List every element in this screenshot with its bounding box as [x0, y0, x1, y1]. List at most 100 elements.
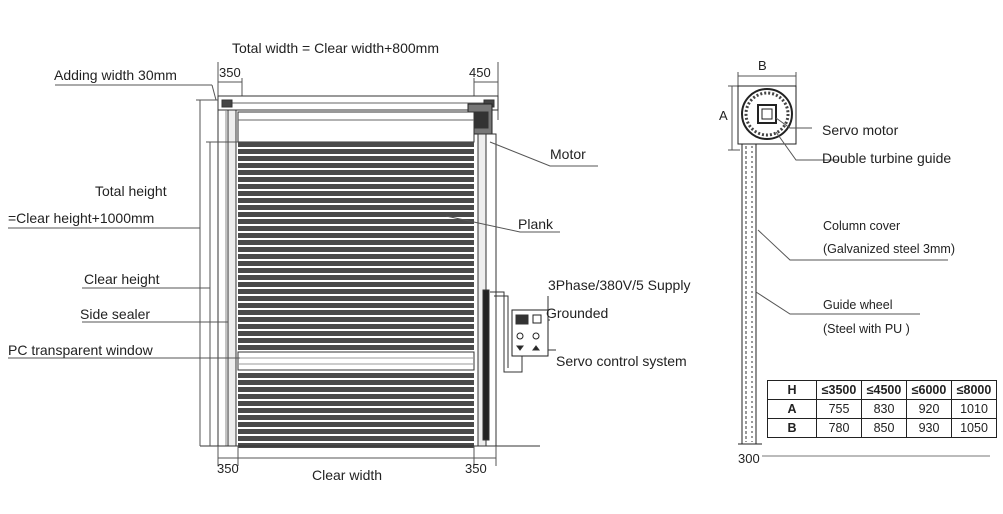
- spec-header-cell: ≤6000: [906, 380, 952, 400]
- spec-table: H ≤3500 ≤4500 ≤6000 ≤8000 A 755 830 920 …: [767, 380, 997, 438]
- spec-cell: 1050: [951, 418, 997, 438]
- plank: [238, 191, 474, 196]
- grounded-label: Grounded: [546, 305, 609, 321]
- plank: [238, 345, 474, 350]
- plank: [238, 296, 474, 301]
- plank: [238, 415, 474, 420]
- clear-height-label: Clear height: [84, 271, 160, 287]
- up-arrow-icon: [532, 345, 540, 351]
- plank: [238, 338, 474, 343]
- plank: [238, 422, 474, 427]
- spec-header-cell: H: [767, 380, 817, 400]
- plank: [238, 177, 474, 182]
- spec-row-a: A 755 830 920 1010: [767, 399, 997, 419]
- plank: [238, 212, 474, 217]
- plank: [238, 268, 474, 273]
- adding-width-leader-tip: [211, 84, 217, 101]
- left-column-inner: [227, 109, 237, 447]
- plank: [238, 226, 474, 231]
- servo-motor-leader: [775, 117, 812, 129]
- plank: [238, 317, 474, 322]
- plank: [238, 394, 474, 399]
- side-bottom-dim: 300: [738, 451, 760, 466]
- spec-cell: 830: [861, 399, 907, 419]
- plank-label: Plank: [518, 216, 554, 232]
- down-arrow-icon: [516, 345, 524, 351]
- right-column-guide: [482, 289, 490, 441]
- spec-header-cell: ≤3500: [816, 380, 862, 400]
- control-wire-2: [494, 295, 509, 368]
- control-knob: [532, 332, 540, 340]
- servo-motor-label: Servo motor: [822, 122, 899, 138]
- servo-control-label: Servo control system: [556, 353, 687, 369]
- spec-header-cell: ≤8000: [951, 380, 997, 400]
- plank: [238, 184, 474, 189]
- bottom-right-dim: 350: [465, 461, 487, 476]
- adding-width-label: Adding width 30mm: [54, 67, 177, 83]
- plank: [238, 429, 474, 434]
- plank: [238, 331, 474, 336]
- motor-label: Motor: [550, 146, 586, 162]
- plank: [238, 387, 474, 392]
- side-column: [741, 143, 757, 445]
- plank: [238, 261, 474, 266]
- dim-a-label: A: [719, 108, 728, 123]
- curtain-roll: [744, 91, 790, 137]
- dim-b-label: B: [758, 58, 767, 73]
- side-sealer-label: Side sealer: [80, 306, 151, 322]
- plank: [238, 219, 474, 224]
- double-turbine-label: Double turbine guide: [822, 150, 952, 166]
- plank: [238, 282, 474, 287]
- column-cover-sub: (Galvanized steel 3mm): [823, 242, 955, 256]
- spec-cell: 755: [816, 399, 862, 419]
- plank: [238, 156, 474, 161]
- control-button: [532, 314, 542, 324]
- plank: [238, 436, 474, 441]
- total-width-label: Total width = Clear width+800mm: [232, 40, 439, 56]
- plank: [238, 142, 474, 147]
- column-cover-leader: [757, 229, 948, 261]
- spec-row-label: A: [767, 399, 817, 419]
- spec-row-label: B: [767, 418, 817, 438]
- plank: [238, 324, 474, 329]
- spec-header-cell: ≤4500: [861, 380, 907, 400]
- control-display: [515, 314, 529, 325]
- pc-window: [237, 351, 475, 371]
- servo-motor-core: [761, 108, 773, 120]
- plank: [238, 310, 474, 315]
- motor-leader: [489, 141, 598, 167]
- plank: [238, 373, 474, 378]
- spec-cell: 920: [906, 399, 952, 419]
- plank: [238, 380, 474, 385]
- plank: [238, 401, 474, 406]
- plank: [238, 254, 474, 259]
- clear-width-label: Clear width: [312, 467, 383, 483]
- plank: [238, 198, 474, 203]
- spec-cell: 1010: [951, 399, 997, 419]
- supply-label: 3Phase/380V/5 Supply: [548, 277, 691, 293]
- top-right-dim: 450: [469, 65, 491, 80]
- guide-wheel-label: Guide wheel: [823, 298, 893, 312]
- total-height-formula: =Clear height+1000mm: [8, 210, 155, 226]
- pc-window-label: PC transparent window: [8, 342, 153, 358]
- roll-cover: [237, 111, 475, 143]
- plank: [238, 408, 474, 413]
- plank: [238, 275, 474, 280]
- spec-cell: 930: [906, 418, 952, 438]
- spec-row-b: B 780 850 930 1050: [767, 418, 997, 438]
- plank: [238, 240, 474, 245]
- guide-wheel-sub: (Steel with PU ): [823, 322, 910, 336]
- control-wire: [490, 291, 523, 373]
- plank: [238, 163, 474, 168]
- turbine-leader: [775, 131, 838, 161]
- total-height-label: Total height: [95, 183, 167, 199]
- spec-header-row: H ≤3500 ≤4500 ≤6000 ≤8000: [767, 380, 997, 400]
- spec-cell: 780: [816, 418, 862, 438]
- plank: [238, 205, 474, 210]
- column-cover-label: Column cover: [823, 219, 901, 233]
- plank: [238, 303, 474, 308]
- bottom-left-dim: 350: [217, 461, 239, 476]
- guide-wheel-leader: [755, 291, 920, 315]
